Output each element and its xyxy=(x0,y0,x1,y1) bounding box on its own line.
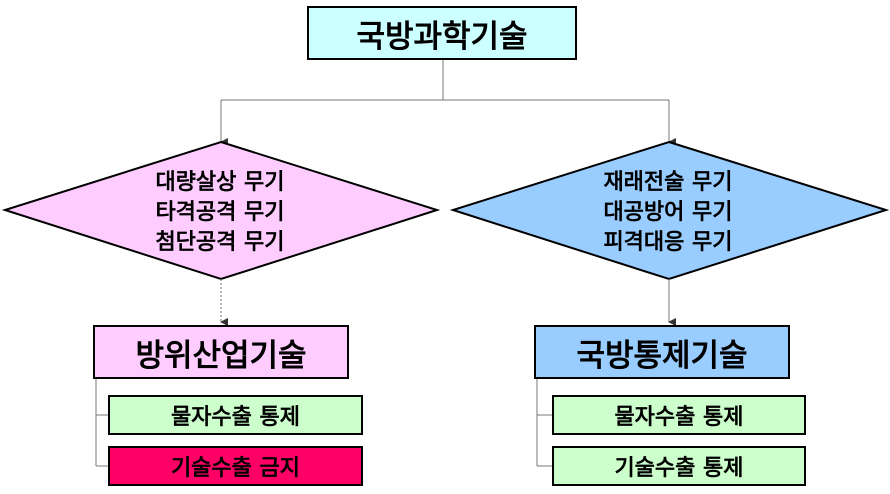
right-diamond-line: 피격대응 무기 xyxy=(603,230,733,255)
right-sub-box-1: 물자수출 통제 xyxy=(552,395,806,435)
title-text: 국방과학기술 xyxy=(356,18,528,55)
left-heading-box: 방위산업기술 xyxy=(93,325,349,379)
left-diamond-line: 타격공격 무기 xyxy=(155,200,285,225)
right-heading-box: 국방통제기술 xyxy=(534,325,790,379)
right-sub-text-2: 기술수출 통제 xyxy=(614,456,744,481)
right-sub-text-1: 물자수출 통제 xyxy=(614,405,744,430)
left-diamond-line: 대량살상 무기 xyxy=(155,170,285,195)
right-sub-box-2: 기술수출 통제 xyxy=(552,446,806,486)
left-sub-text-1: 물자수출 통제 xyxy=(170,405,301,430)
left-sub-box-2: 기술수출 금지 xyxy=(108,446,363,486)
right-diamond-text: 재래전술 무기 대공방어 무기 피격대응 무기 xyxy=(568,168,768,258)
right-heading-text: 국방통제기술 xyxy=(576,337,748,374)
right-diamond-line: 대공방어 무기 xyxy=(603,200,733,225)
title-box: 국방과학기술 xyxy=(307,6,577,60)
left-heading-text: 방위산업기술 xyxy=(135,337,307,374)
right-diamond-line: 재래전술 무기 xyxy=(603,170,733,195)
left-diamond-line: 첨단공격 무기 xyxy=(155,230,285,255)
left-diamond-text: 대량살상 무기 타격공격 무기 첨단공격 무기 xyxy=(120,168,320,258)
left-sub-box-1: 물자수출 통제 xyxy=(108,395,363,435)
left-sub-text-2: 기술수출 금지 xyxy=(170,456,301,481)
